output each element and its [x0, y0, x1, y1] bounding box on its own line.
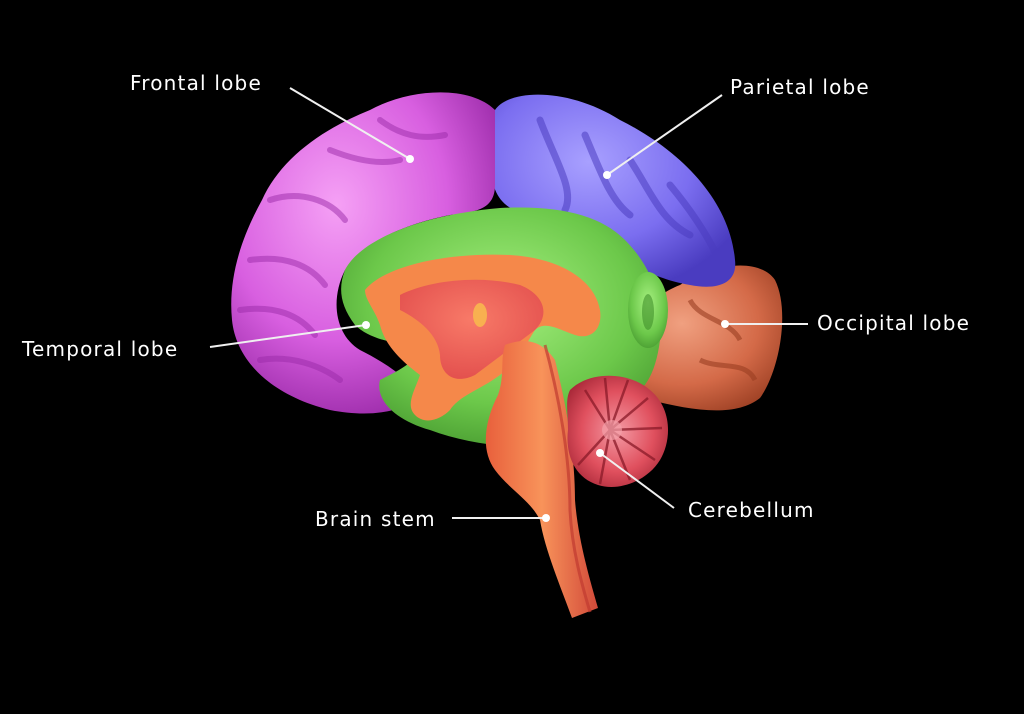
frontal-leader-line	[289, 87, 411, 160]
cerebellum-dot	[596, 449, 604, 457]
frontal-lobe-label: Frontal lobe	[130, 71, 262, 95]
occipital-lobe-label: Occipital lobe	[817, 311, 971, 335]
brainstem-dot	[542, 514, 550, 522]
occipital-dot	[721, 320, 729, 328]
inner-structures	[365, 254, 601, 421]
cerebellum-leader-line	[599, 452, 675, 509]
temporal-lobe-label: Temporal lobe	[22, 337, 179, 361]
frontal-dot	[406, 155, 414, 163]
parietal-leader-line	[606, 94, 723, 176]
leader-dots	[362, 155, 729, 522]
cerebellum-label: Cerebellum	[688, 498, 815, 522]
brain-stem-region	[485, 340, 598, 618]
temporal-dot	[362, 321, 370, 329]
parietal-dot	[603, 171, 611, 179]
parietal-lobe-label: Parietal lobe	[730, 75, 870, 99]
leader-lines	[209, 87, 808, 519]
temporal-leader-line	[209, 324, 367, 348]
frontal-lobe-region	[231, 92, 495, 414]
brain-stem-label: Brain stem	[315, 507, 436, 531]
parietal-lobe-region	[490, 94, 736, 287]
